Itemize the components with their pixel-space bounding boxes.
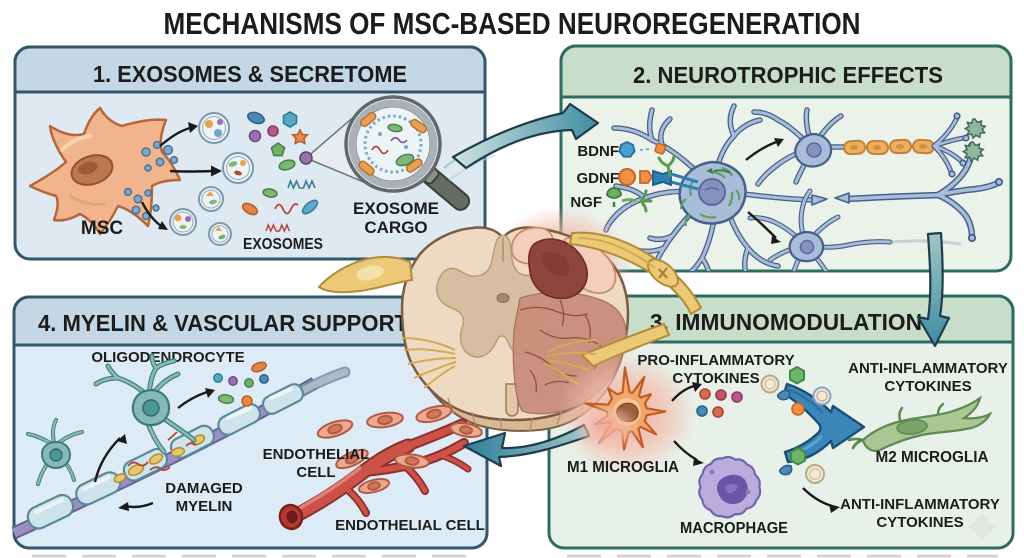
svg-text:MECHANISMS OF MSC-BASED NEUROR: MECHANISMS OF MSC-BASED NEUROREGENERATIO… — [164, 6, 861, 41]
svg-text:ANTI-INFLAMMATORY: ANTI-INFLAMMATORY — [848, 360, 1008, 377]
svg-text:ENDOTHELIAL: ENDOTHELIAL — [263, 446, 370, 463]
svg-text:CYTOKINES: CYTOKINES — [876, 514, 963, 531]
svg-text:CYTOKINES: CYTOKINES — [672, 370, 759, 387]
svg-text:EXOSOME: EXOSOME — [353, 199, 439, 218]
svg-text:PRO-INFLAMMATORY: PRO-INFLAMMATORY — [637, 352, 794, 369]
svg-text:DAMAGED: DAMAGED — [165, 480, 243, 497]
svg-text:BDNF: BDNF — [577, 143, 619, 160]
svg-text:ANTI-INFLAMMATORY: ANTI-INFLAMMATORY — [840, 496, 1000, 513]
svg-text:1. EXOSOMES & SECRETOME: 1. EXOSOMES & SECRETOME — [93, 61, 407, 87]
svg-text:2. NEUROTROPHIC EFFECTS: 2. NEUROTROPHIC EFFECTS — [633, 62, 943, 88]
svg-text:CARGO: CARGO — [364, 218, 427, 237]
svg-text:NGF: NGF — [570, 194, 602, 211]
svg-text:4. MYELIN & VASCULAR SUPPORT: 4. MYELIN & VASCULAR SUPPORT — [38, 310, 408, 336]
svg-text:EXOSOMES: EXOSOMES — [243, 236, 323, 253]
svg-text:CYTOKINES: CYTOKINES — [884, 378, 971, 395]
svg-text:GDNF: GDNF — [577, 170, 620, 187]
svg-text:MYELIN: MYELIN — [176, 498, 233, 515]
svg-text:M2 MICROGLIA: M2 MICROGLIA — [876, 449, 989, 466]
svg-text:M1 MICROGLIA: M1 MICROGLIA — [567, 459, 679, 476]
svg-text:CELL: CELL — [296, 464, 335, 481]
svg-text:OLIGODENDROCYTE: OLIGODENDROCYTE — [91, 349, 244, 366]
svg-text:3. IMMUNOMODULATION: 3. IMMUNOMODULATION — [650, 309, 922, 335]
svg-text:MSC: MSC — [81, 218, 124, 239]
svg-text:ENDOTHELIAL CELL: ENDOTHELIAL CELL — [335, 517, 485, 534]
svg-text:MACROPHAGE: MACROPHAGE — [680, 520, 788, 537]
